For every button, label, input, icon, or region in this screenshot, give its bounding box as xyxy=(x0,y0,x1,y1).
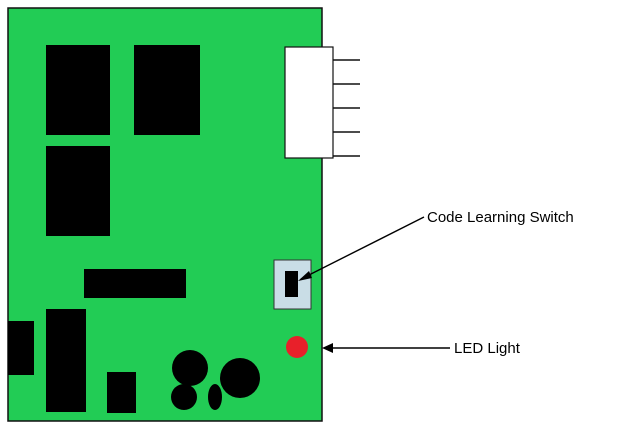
ic-chip-middle-left xyxy=(46,146,110,236)
ic-chip-bottom-tall xyxy=(46,309,86,412)
ic-chip-top-right xyxy=(134,45,200,135)
switch-callout-line xyxy=(300,216,425,280)
led-callout-arrowhead xyxy=(322,343,333,353)
code-learning-switch-label: Code Learning Switch xyxy=(427,209,574,226)
pin-connector xyxy=(284,46,334,159)
code-learning-switch[interactable] xyxy=(285,271,298,297)
ic-chip-bottom-edge xyxy=(8,321,34,375)
switch-callout-arrowhead xyxy=(298,271,312,281)
capacitor-left xyxy=(172,350,208,386)
capacitor-left-lower xyxy=(171,384,197,410)
ic-chip-bottom-small xyxy=(107,372,136,413)
connector-pins xyxy=(333,59,360,157)
ic-chip-horizontal xyxy=(84,269,186,298)
capacitor-right xyxy=(220,358,260,398)
led-light-label: LED Light xyxy=(454,340,521,357)
ic-chip-top-left xyxy=(46,45,110,135)
capacitor-middle xyxy=(208,384,222,410)
led-light xyxy=(286,336,308,358)
